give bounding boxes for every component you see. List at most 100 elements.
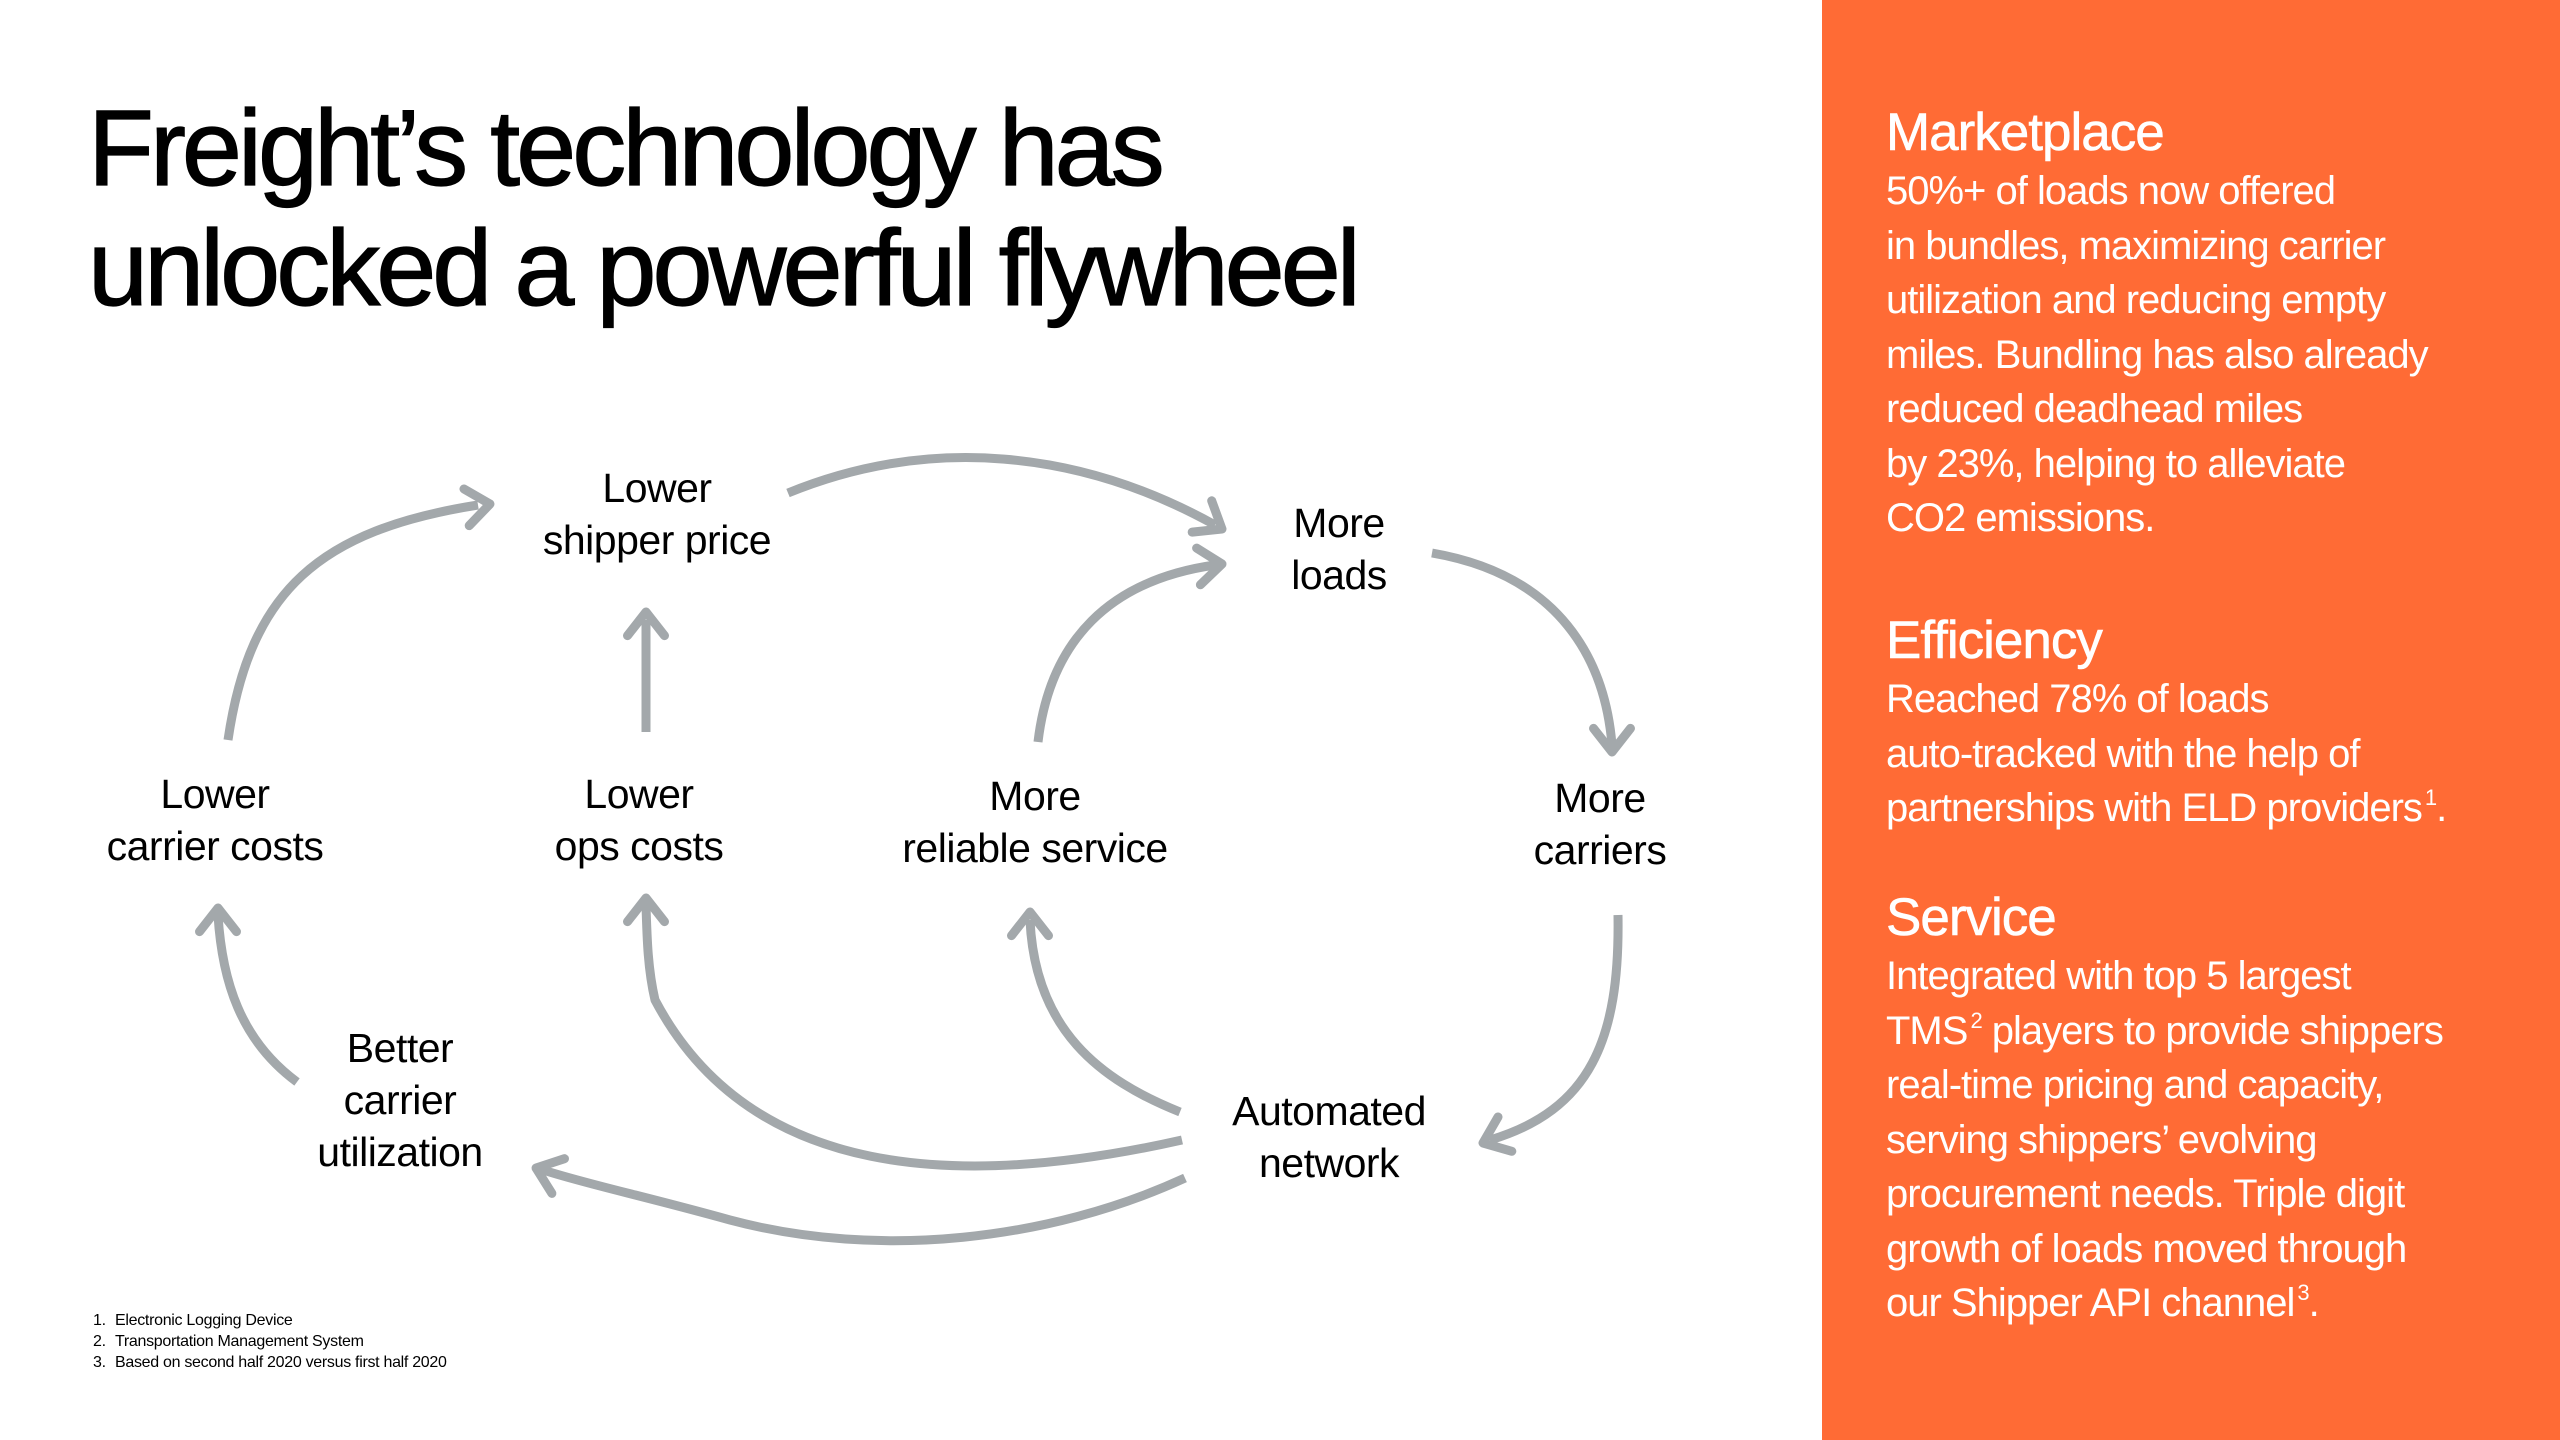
arrow-shaft — [223, 500, 479, 741]
section-body: 50%+ of loads now offered in bundles, ma… — [1886, 164, 2429, 546]
node-label-line: carriers — [1533, 827, 1667, 873]
arrow-better-carrier-utilization-to-lower-carrier-costs — [195, 903, 300, 1086]
footnote-text: Electronic Logging Device — [115, 1312, 293, 1329]
node-label-line: Automated — [1232, 1088, 1426, 1134]
arrowhead-icon — [1187, 496, 1227, 537]
footnote-number: 2. — [93, 1333, 106, 1350]
body-line: in bundles, maximizing carrier — [1886, 223, 2386, 268]
section-service: Service Integrated with top 5 largest TM… — [1886, 887, 2444, 1331]
body-line: real-time pricing and capacity, — [1886, 1063, 2384, 1107]
body-line: 50%+ of loads now offered — [1886, 169, 2336, 213]
section-marketplace: Marketplace 50%+ of loads now offered in… — [1886, 102, 2429, 546]
arrow-more-loads-to-more-carriers — [1431, 548, 1635, 757]
arrow-shaft — [1488, 914, 1623, 1145]
arrow-shaft — [786, 453, 1218, 529]
arrowhead-icon — [623, 893, 669, 927]
node-lower-shipper-price: Lower shipper price — [542, 462, 772, 566]
body-text: . — [2436, 786, 2447, 830]
arrowhead-icon — [1007, 907, 1053, 941]
section-efficiency: Efficiency Reached 78% of loads auto-tra… — [1886, 610, 2448, 836]
body-line: CO2 emissions. — [1886, 496, 2155, 540]
node-label-line: More — [1554, 775, 1646, 821]
arrowhead-icon — [1478, 1112, 1517, 1156]
node-label-line: shipper price — [542, 517, 772, 563]
arrow-shaft — [1025, 919, 1182, 1117]
node-label-line: utilization — [317, 1129, 483, 1175]
footnote-number: 1. — [93, 1312, 106, 1329]
footnote-number: 3. — [93, 1354, 106, 1371]
arrow-automated-network-to-better-carrier-utilization — [531, 1154, 1187, 1246]
body-line: utilization and reducing empty — [1886, 278, 2386, 322]
arrow-shaft — [213, 914, 300, 1086]
body-text: . — [2308, 1281, 2320, 1325]
node-label-line: Lower — [584, 771, 694, 817]
arrowhead-icon — [459, 484, 495, 531]
arrow-lower-shipper-price-to-more-loads — [786, 453, 1227, 537]
footnote-text: Transportation Management System — [115, 1333, 364, 1350]
node-lower-ops-costs: Lower ops costs — [555, 768, 724, 872]
arrowhead-icon — [1192, 543, 1227, 590]
node-label-line: Better — [346, 1025, 454, 1071]
body-line: serving shippers’ evolving — [1886, 1117, 2318, 1162]
arrow-lower-ops-costs-to-lower-shipper-price — [623, 607, 669, 732]
node-label-line: Lower — [602, 465, 712, 511]
body-line: procurement needs. Triple digit — [1886, 1172, 2405, 1216]
section-heading: Service — [1886, 888, 2057, 948]
page-title-line-1: Freight’s technology has — [87, 87, 1165, 208]
body-line: by 23%, helping to alleviate — [1886, 441, 2346, 486]
section-heading: Marketplace — [1886, 103, 2165, 163]
footnote-3: 3. Based on second half 2020 versus first… — [93, 1352, 447, 1373]
body-line: Reached 78% of loads — [1886, 677, 2270, 721]
arrow-shaft — [1033, 560, 1216, 743]
arrowhead-icon — [531, 1154, 569, 1198]
node-label-line: carrier — [343, 1077, 457, 1123]
node-label-line: carrier costs — [106, 823, 324, 869]
node-label-line: Lower — [160, 771, 270, 817]
node-more-carriers: More carriers — [1534, 772, 1667, 876]
arrow-shaft — [641, 904, 1183, 1171]
node-label-line: More — [989, 773, 1081, 819]
footnote-text: Based on second half 2020 versus first h… — [115, 1354, 447, 1371]
body-text: TMS — [1886, 1008, 1968, 1053]
node-label-line: More — [1293, 500, 1385, 546]
node-more-reliable-service: More reliable service — [902, 770, 1168, 874]
page-title: Freight’s technology has unlocked a powe… — [87, 87, 1361, 328]
arrowhead-icon — [1589, 723, 1635, 757]
arrow-automated-network-to-lower-ops-costs — [623, 893, 1183, 1171]
flywheel-diagram — [195, 453, 1635, 1246]
arrow-lower-carrier-costs-to-lower-shipper-price — [223, 484, 495, 741]
node-automated-network: Automated network — [1232, 1085, 1426, 1189]
arrow-more-carriers-to-automated-network — [1478, 914, 1623, 1156]
page-title-line-2: unlocked a powerful flywheel — [87, 207, 1361, 328]
node-label-line: ops costs — [554, 823, 724, 869]
body-line: miles. Bundling has also already — [1886, 332, 2429, 377]
body-line: reduced deadhead miles — [1886, 387, 2303, 431]
node-lower-carrier-costs: Lower carrier costs — [107, 768, 324, 872]
body-text: partnerships with ELD providers — [1886, 786, 2423, 830]
footnote-ref: 3 — [2297, 1280, 2309, 1305]
node-label-line: reliable service — [902, 825, 1168, 871]
arrowhead-icon — [195, 903, 241, 937]
arrow-shaft — [541, 1165, 1187, 1246]
section-heading: Efficiency — [1886, 611, 2103, 671]
section-body: Reached 78% of loads auto-tracked with t… — [1886, 672, 2447, 836]
node-label-line: loads — [1291, 552, 1387, 598]
footnote-2: 2. Transportation Management System — [93, 1331, 447, 1352]
body-text: our Shipper API channel — [1886, 1281, 2295, 1325]
body-line: growth of loads moved through — [1886, 1226, 2407, 1271]
footnote-ref: 1 — [2424, 785, 2437, 810]
arrow-shaft — [1431, 548, 1617, 746]
node-better-carrier-utilization: Better carrier utilization — [317, 1022, 483, 1178]
footnotes: 1. Electronic Logging Device 2. Transporta… — [93, 1310, 447, 1373]
node-more-loads: More loads — [1291, 497, 1387, 601]
body-line: auto-tracked with the help of — [1886, 731, 2361, 776]
node-label-line: network — [1258, 1140, 1400, 1186]
arrow-more-reliable-service-to-more-loads — [1033, 543, 1227, 743]
highlights-panel: Marketplace 50%+ of loads now offered in… — [1822, 0, 2560, 1440]
footnote-1: 1. Electronic Logging Device — [93, 1310, 447, 1331]
arrow-automated-network-to-more-reliable-service — [1007, 907, 1182, 1117]
footnote-ref: 2 — [1970, 1007, 1982, 1033]
